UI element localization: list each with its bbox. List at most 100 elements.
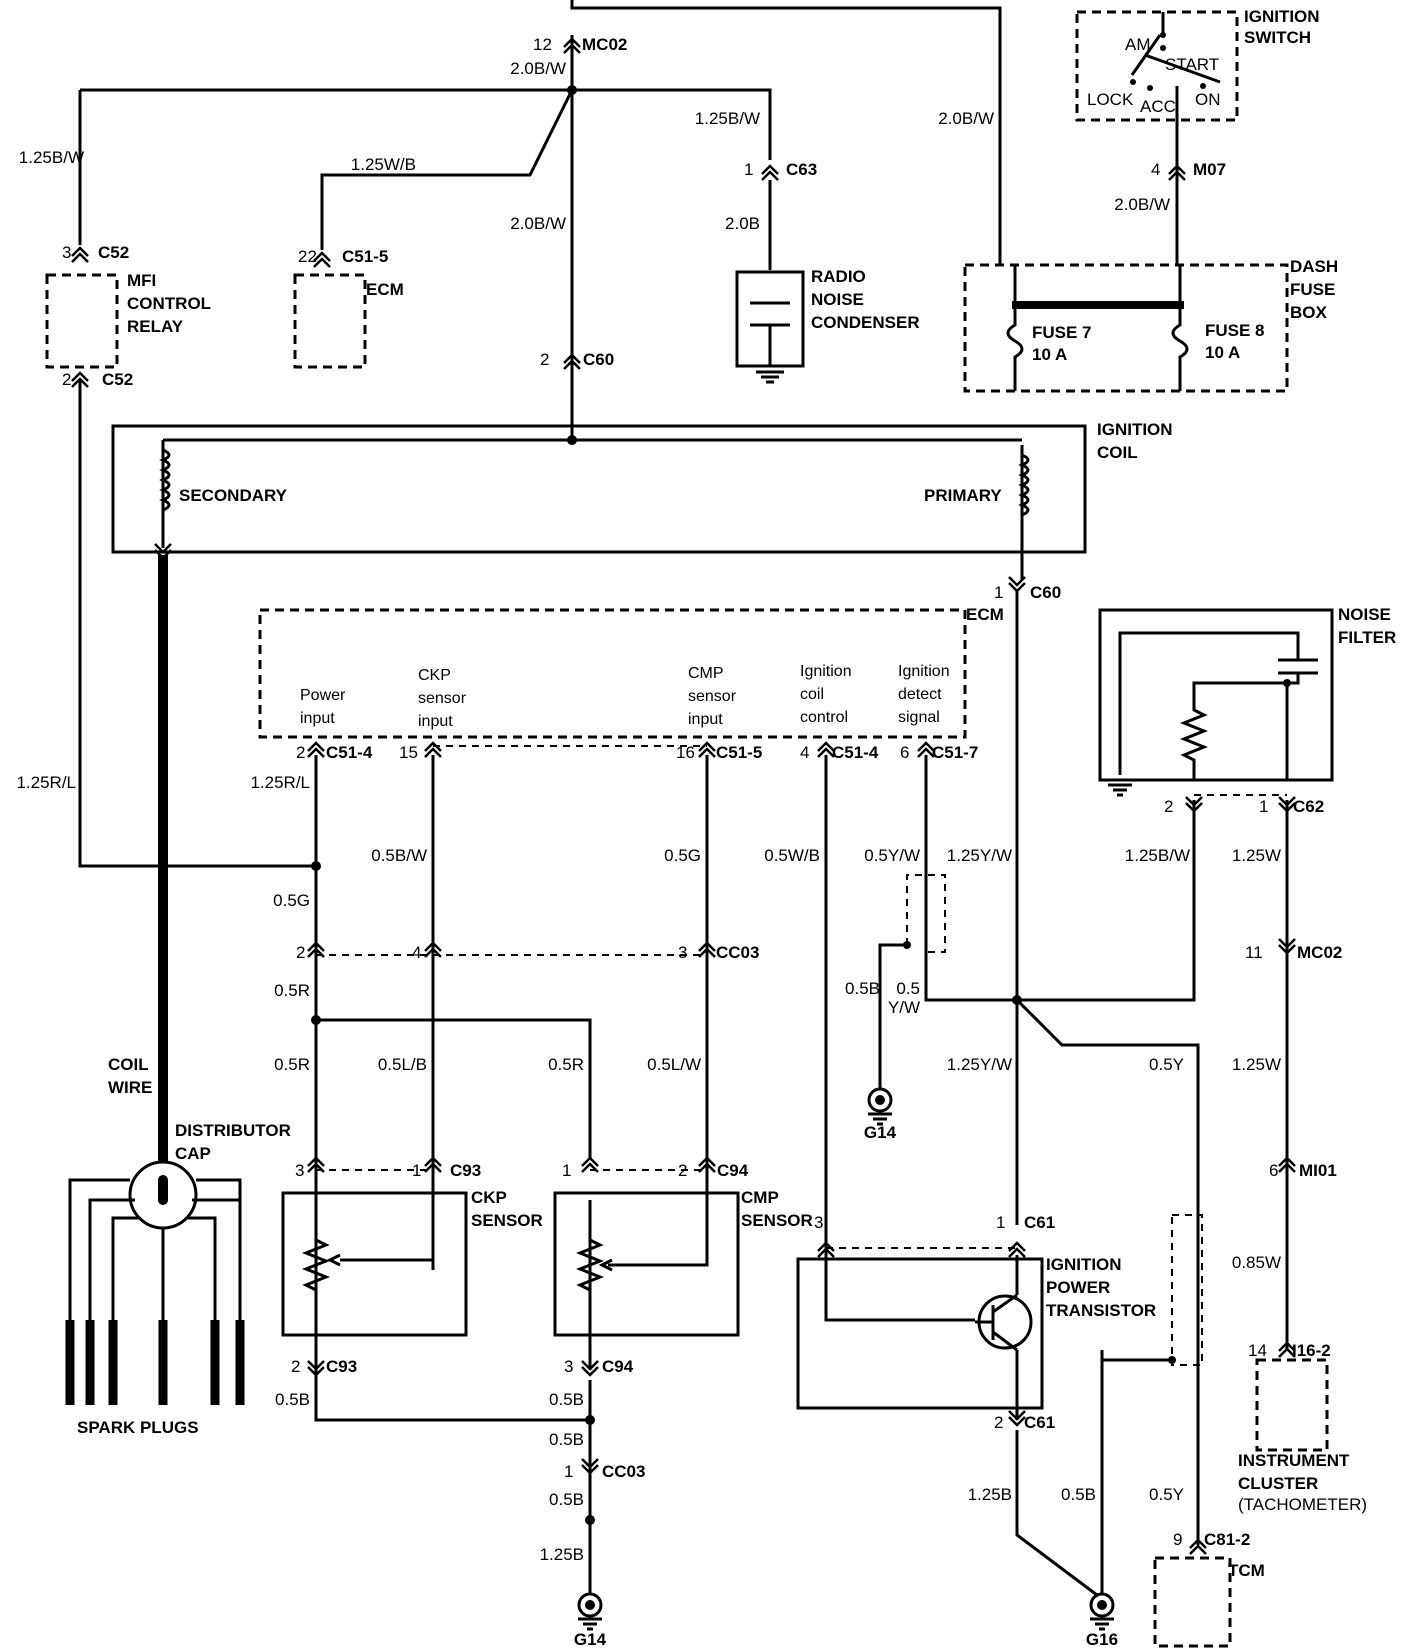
- connector-name-28: I16-2: [1292, 1341, 1331, 1360]
- connector-pin-22: 2: [678, 1161, 687, 1180]
- wire-label-21: 0.5R: [274, 1055, 310, 1074]
- wire-label-5: 2.0B: [725, 214, 760, 233]
- connector-pin-6: 2: [540, 350, 549, 369]
- connector-pin-16: 4: [412, 943, 421, 962]
- svg-text:ECM: ECM: [966, 605, 1004, 624]
- ecm-top: ECM: [293, 273, 404, 369]
- wire-label-6: 2.0B/W: [938, 109, 994, 128]
- wire-label-16: 1.25B/W: [1125, 846, 1190, 865]
- wire-label-8: 1.25R/L: [16, 773, 76, 792]
- wire-label-33: 1.25B: [540, 1545, 584, 1564]
- connector-name-27: C94: [602, 1357, 634, 1376]
- connector-pin-28: 14: [1248, 1341, 1267, 1360]
- connector-pin-1: 1: [744, 160, 753, 179]
- svg-text:FUSE 810 A: FUSE 810 A: [1205, 321, 1265, 362]
- wire-label-35: 0.5B: [1061, 1485, 1096, 1504]
- wire-label-30: 0.5B: [549, 1390, 584, 1409]
- connector-name-2: M07: [1193, 160, 1226, 179]
- wire-label-14: 0.5Y/W: [864, 846, 920, 865]
- wire-label-34: 1.25B: [968, 1485, 1012, 1504]
- tcm: TCM: [1153, 1556, 1265, 1648]
- wire-label-28: 0.85W: [1232, 1253, 1281, 1272]
- wire-label-19: 0.5B: [845, 979, 880, 998]
- wire-label-13: 0.5W/B: [764, 846, 820, 865]
- wire-label-7: 2.0B/W: [1114, 195, 1170, 214]
- connector-pin-15: 2: [296, 943, 305, 962]
- wire-label-31: 0.5B: [549, 1430, 584, 1449]
- connector-pin-8: 2: [296, 743, 305, 762]
- connector-pin-23: 6: [1269, 1161, 1278, 1180]
- connector-pin-11: 4: [800, 743, 809, 762]
- connector-name-25: C61: [1024, 1213, 1055, 1232]
- connector-pin-27: 3: [564, 1357, 573, 1376]
- svg-text:PRIMARY: PRIMARY: [924, 486, 1002, 505]
- connector-pin-9: 15: [399, 743, 418, 762]
- connector-name-1: C63: [786, 160, 817, 179]
- connector-pin-26: 2: [291, 1357, 300, 1376]
- connector-pin-25: 1: [996, 1213, 1005, 1232]
- wire-label-9: 1.25R/L: [250, 773, 310, 792]
- connector-name-7: C60: [1030, 583, 1061, 602]
- connector-pin-30: 1: [564, 1462, 573, 1481]
- wire-label-15: 1.25Y/W: [947, 846, 1012, 865]
- connector-name-23: MI01: [1299, 1161, 1337, 1180]
- connector-name-29: C61: [1024, 1413, 1055, 1432]
- connector-pin-10: 16: [676, 743, 695, 762]
- svg-text:ECM: ECM: [366, 280, 404, 299]
- wire-label-25: 1.25Y/W: [947, 1055, 1012, 1074]
- connector-pin-17: 3: [678, 943, 687, 962]
- wire-label-26: 0.5Y: [1149, 1055, 1184, 1074]
- ground-label-0: G14: [864, 1123, 897, 1142]
- connector-pin-2: 4: [1151, 160, 1160, 179]
- connector-pin-21: 1: [562, 1161, 571, 1180]
- svg-text:TCM: TCM: [1228, 1561, 1265, 1580]
- connector-pin-5: 2: [62, 370, 71, 389]
- splice-dots: [311, 85, 1291, 1525]
- connector-name-3: C52: [98, 243, 129, 262]
- connector-name-11: C51-4: [832, 743, 879, 762]
- wire-label-0: 2.0B/W: [510, 59, 566, 78]
- svg-text:FUSE 710 A: FUSE 710 A: [1032, 323, 1092, 364]
- svg-text:(TACHOMETER): (TACHOMETER): [1238, 1495, 1367, 1514]
- svg-text:AM: AM: [1125, 35, 1151, 54]
- connector-symbols: [70, 37, 1297, 1556]
- connector-name-26: C93: [326, 1357, 357, 1376]
- connector-pin-0: 12: [533, 35, 552, 54]
- connector-pin-19: 3: [295, 1161, 304, 1180]
- connector-name-31: C81-2: [1204, 1530, 1250, 1549]
- wire-label-23: 0.5R: [548, 1055, 584, 1074]
- connector-name-22: C94: [717, 1161, 749, 1180]
- spark-plugs: [65, 1320, 245, 1405]
- svg-text:ON: ON: [1195, 90, 1221, 109]
- connector-pin-14: 1: [1259, 797, 1268, 816]
- wire-label-24: 0.5L/W: [647, 1055, 701, 1074]
- ground-label-1: G14: [574, 1630, 607, 1648]
- connector-name-6: C60: [583, 350, 614, 369]
- connector-name-10: C51-5: [716, 743, 762, 762]
- connector-pin-24: 3: [814, 1213, 823, 1232]
- connector-name-30: CC03: [602, 1462, 645, 1481]
- connector-name-0: MC02: [582, 35, 627, 54]
- connector-name-17: CC03: [716, 943, 759, 962]
